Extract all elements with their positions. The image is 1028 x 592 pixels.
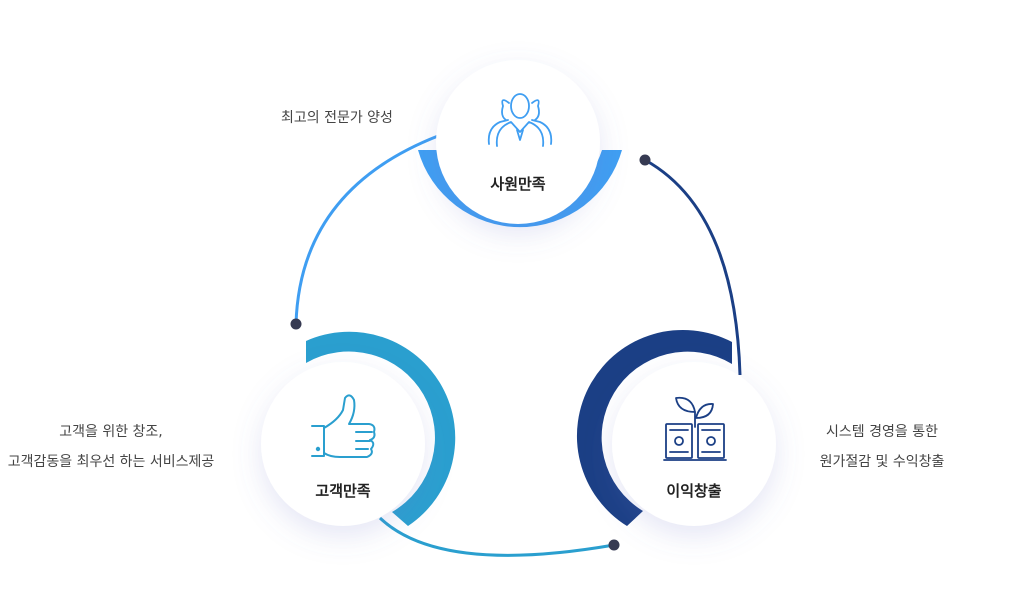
customer-node-circle: [261, 362, 425, 526]
thumbs-up-icon: [311, 394, 376, 458]
employee-caption: 최고의 전문가 양성: [281, 103, 393, 133]
profit-node-circle: [612, 362, 776, 526]
employee-node-label: 사원만족: [490, 175, 546, 193]
money-sprout-icon: [663, 396, 727, 461]
customer-caption: 고객을 위한 창조, 고객감동을 최우선 하는 서비스제공: [0, 417, 222, 477]
customer-node-label: 고객만족: [315, 482, 371, 500]
caption-line: 시스템 경영을 통한: [826, 424, 938, 440]
connector-employee-to-profit: [644, 158, 742, 376]
connector-dot-customer-employee: [290, 318, 302, 330]
profit-node-label: 이익창출: [666, 482, 722, 500]
caption-line: 원가절감 및 수익창출: [819, 454, 945, 470]
employee-node-circle: [436, 60, 600, 224]
caption-line: 고객감동을 최우선 하는 서비스제공: [7, 454, 215, 470]
connector-customer-to-employee: [294, 134, 439, 325]
caption-line: 고객을 위한 창조,: [59, 424, 163, 440]
connector-dot-employee-profit: [639, 154, 651, 166]
customer-ring-arc: [306, 331, 456, 526]
connector-profit-to-customer: [378, 516, 615, 557]
connector-dot-profit-customer: [608, 539, 620, 551]
people-group-icon: [487, 93, 553, 147]
caption-line: 최고의 전문가 양성: [281, 110, 393, 126]
employee-ring-arc: [418, 150, 622, 228]
profit-ring-arc: [576, 329, 732, 526]
profit-caption: 시스템 경영을 통한 원가절감 및 수익창출: [808, 417, 956, 477]
